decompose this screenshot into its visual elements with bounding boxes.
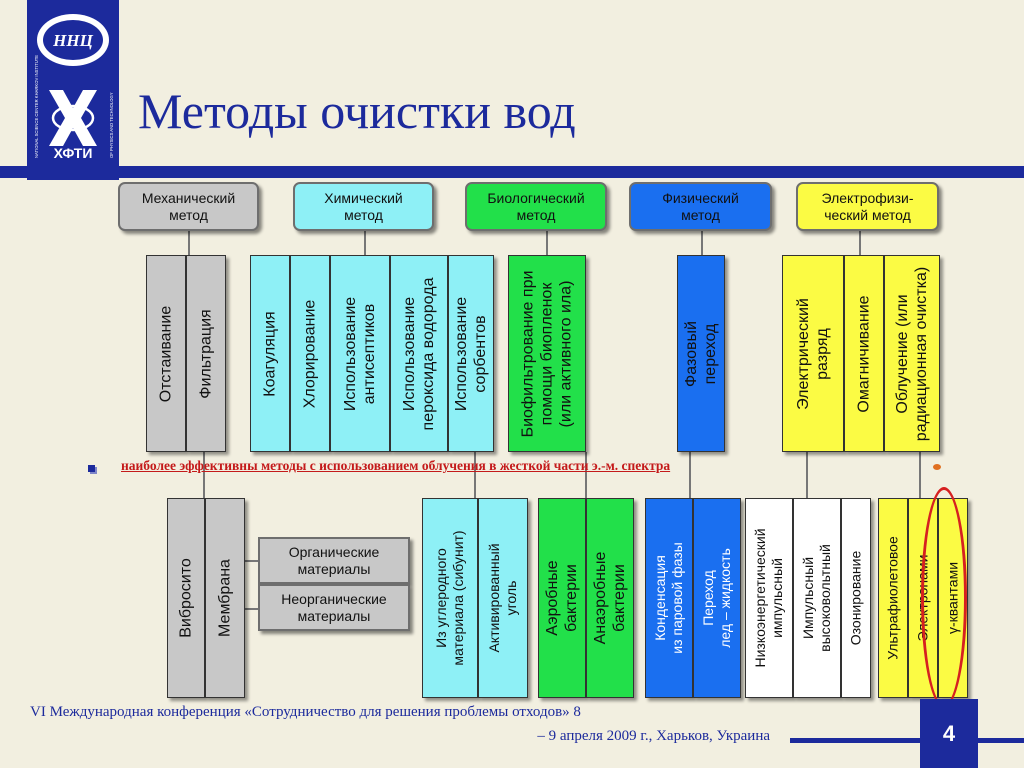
method-magnetization: Омагничивание xyxy=(844,255,884,452)
logo-side-text-left: NATIONAL SCIENCE CENTER KHARKOV INSTITUT… xyxy=(34,55,39,158)
page-number: 4 xyxy=(920,699,978,768)
method-carbon-sibunit: Из углеродного материала (сибунит) xyxy=(422,498,478,698)
method-activated-carbon: Активированный уголь xyxy=(478,498,528,698)
category-biological: Биологический метод xyxy=(465,182,607,231)
method-pulse-high-voltage: Импульсный высоковольтный xyxy=(793,498,841,698)
method-hydrogen-peroxide: Использование пероксида водорода xyxy=(390,255,448,452)
highlight-ellipse xyxy=(921,487,967,708)
connector-line xyxy=(188,230,190,256)
method-phase-transition: Фазовый переход xyxy=(677,255,725,452)
connector-line xyxy=(919,452,921,500)
category-physical: Физический метод xyxy=(629,182,772,231)
method-antiseptics: Использование антисептиков xyxy=(330,255,390,452)
category-mechanical: Механический метод xyxy=(118,182,259,231)
method-settling: Отстаивание xyxy=(146,255,186,452)
title-underline xyxy=(0,166,1024,178)
method-coagulation: Коагуляция xyxy=(250,255,290,452)
connector-line xyxy=(689,452,691,500)
category-chemical: Химический метод xyxy=(293,182,434,231)
material-organic: Органические материалы xyxy=(258,537,410,584)
material-inorganic: Неорганические материалы xyxy=(258,584,410,631)
connector-line xyxy=(474,452,476,500)
footer-text: VI Международная конференция «Сотрудниче… xyxy=(30,700,770,748)
connector-line xyxy=(203,452,205,500)
method-vibrosieve: Вибросито xyxy=(167,498,205,698)
method-anaerobic-bacteria: Анаэробные бактерии xyxy=(586,498,634,698)
connector-line xyxy=(701,230,703,256)
connector-line xyxy=(244,560,258,562)
connector-line xyxy=(364,230,366,256)
connector-line xyxy=(859,230,861,256)
logo-top-text: ННЦ xyxy=(52,31,93,50)
method-aerobic-bacteria: Аэробные бактерии xyxy=(538,498,586,698)
method-ozonation: Озонирование xyxy=(841,498,871,698)
method-membrane: Мембрана xyxy=(205,498,245,698)
logo-text: ХФТИ xyxy=(54,145,93,161)
category-electrophysical: Электрофизи- ческий метод xyxy=(796,182,939,231)
method-low-energy-pulse: Низкоэнергетический импульсный xyxy=(745,498,793,698)
method-irradiation: Облучение (или радиационная очистка) xyxy=(884,255,940,452)
connector-line xyxy=(806,452,808,500)
footer-line-2: – 9 апреля 2009 г., Харьков, Украина xyxy=(537,728,770,744)
bullet-marker xyxy=(88,465,95,472)
method-vapor-condensation: Конденсация из паровой фазы xyxy=(645,498,693,698)
method-sorbents: Использование сорбентов xyxy=(448,255,494,452)
footer-line-1: VI Международная конференция «Сотрудниче… xyxy=(30,704,581,720)
connector-line xyxy=(546,230,548,256)
footer-rule xyxy=(790,738,1024,743)
bullet-end-dot xyxy=(933,464,941,470)
connector-line xyxy=(244,608,258,610)
logo-side-text-right: OF PHYSICS AND TECHNOLOGY xyxy=(109,92,114,158)
method-filtration: Фильтрация xyxy=(186,255,226,452)
method-electric-discharge: Электрический разряд xyxy=(782,255,844,452)
method-ultraviolet: Ультрафиолетовое xyxy=(878,498,908,698)
method-ice-liquid: Переход лед – жидкость xyxy=(693,498,741,698)
connector-line xyxy=(585,452,587,500)
bullet-text: наиболее эффективны методы с использован… xyxy=(121,458,671,473)
page-title: Методы очистки вод xyxy=(138,83,576,139)
method-chlorination: Хлорирование xyxy=(290,255,330,452)
institute-logo: ННЦ ХФТИ NATIONAL SCIENCE CENTER KHARKOV… xyxy=(27,0,119,180)
method-biofiltration: Биофильтрование при помощи биопленок (ил… xyxy=(508,255,586,452)
